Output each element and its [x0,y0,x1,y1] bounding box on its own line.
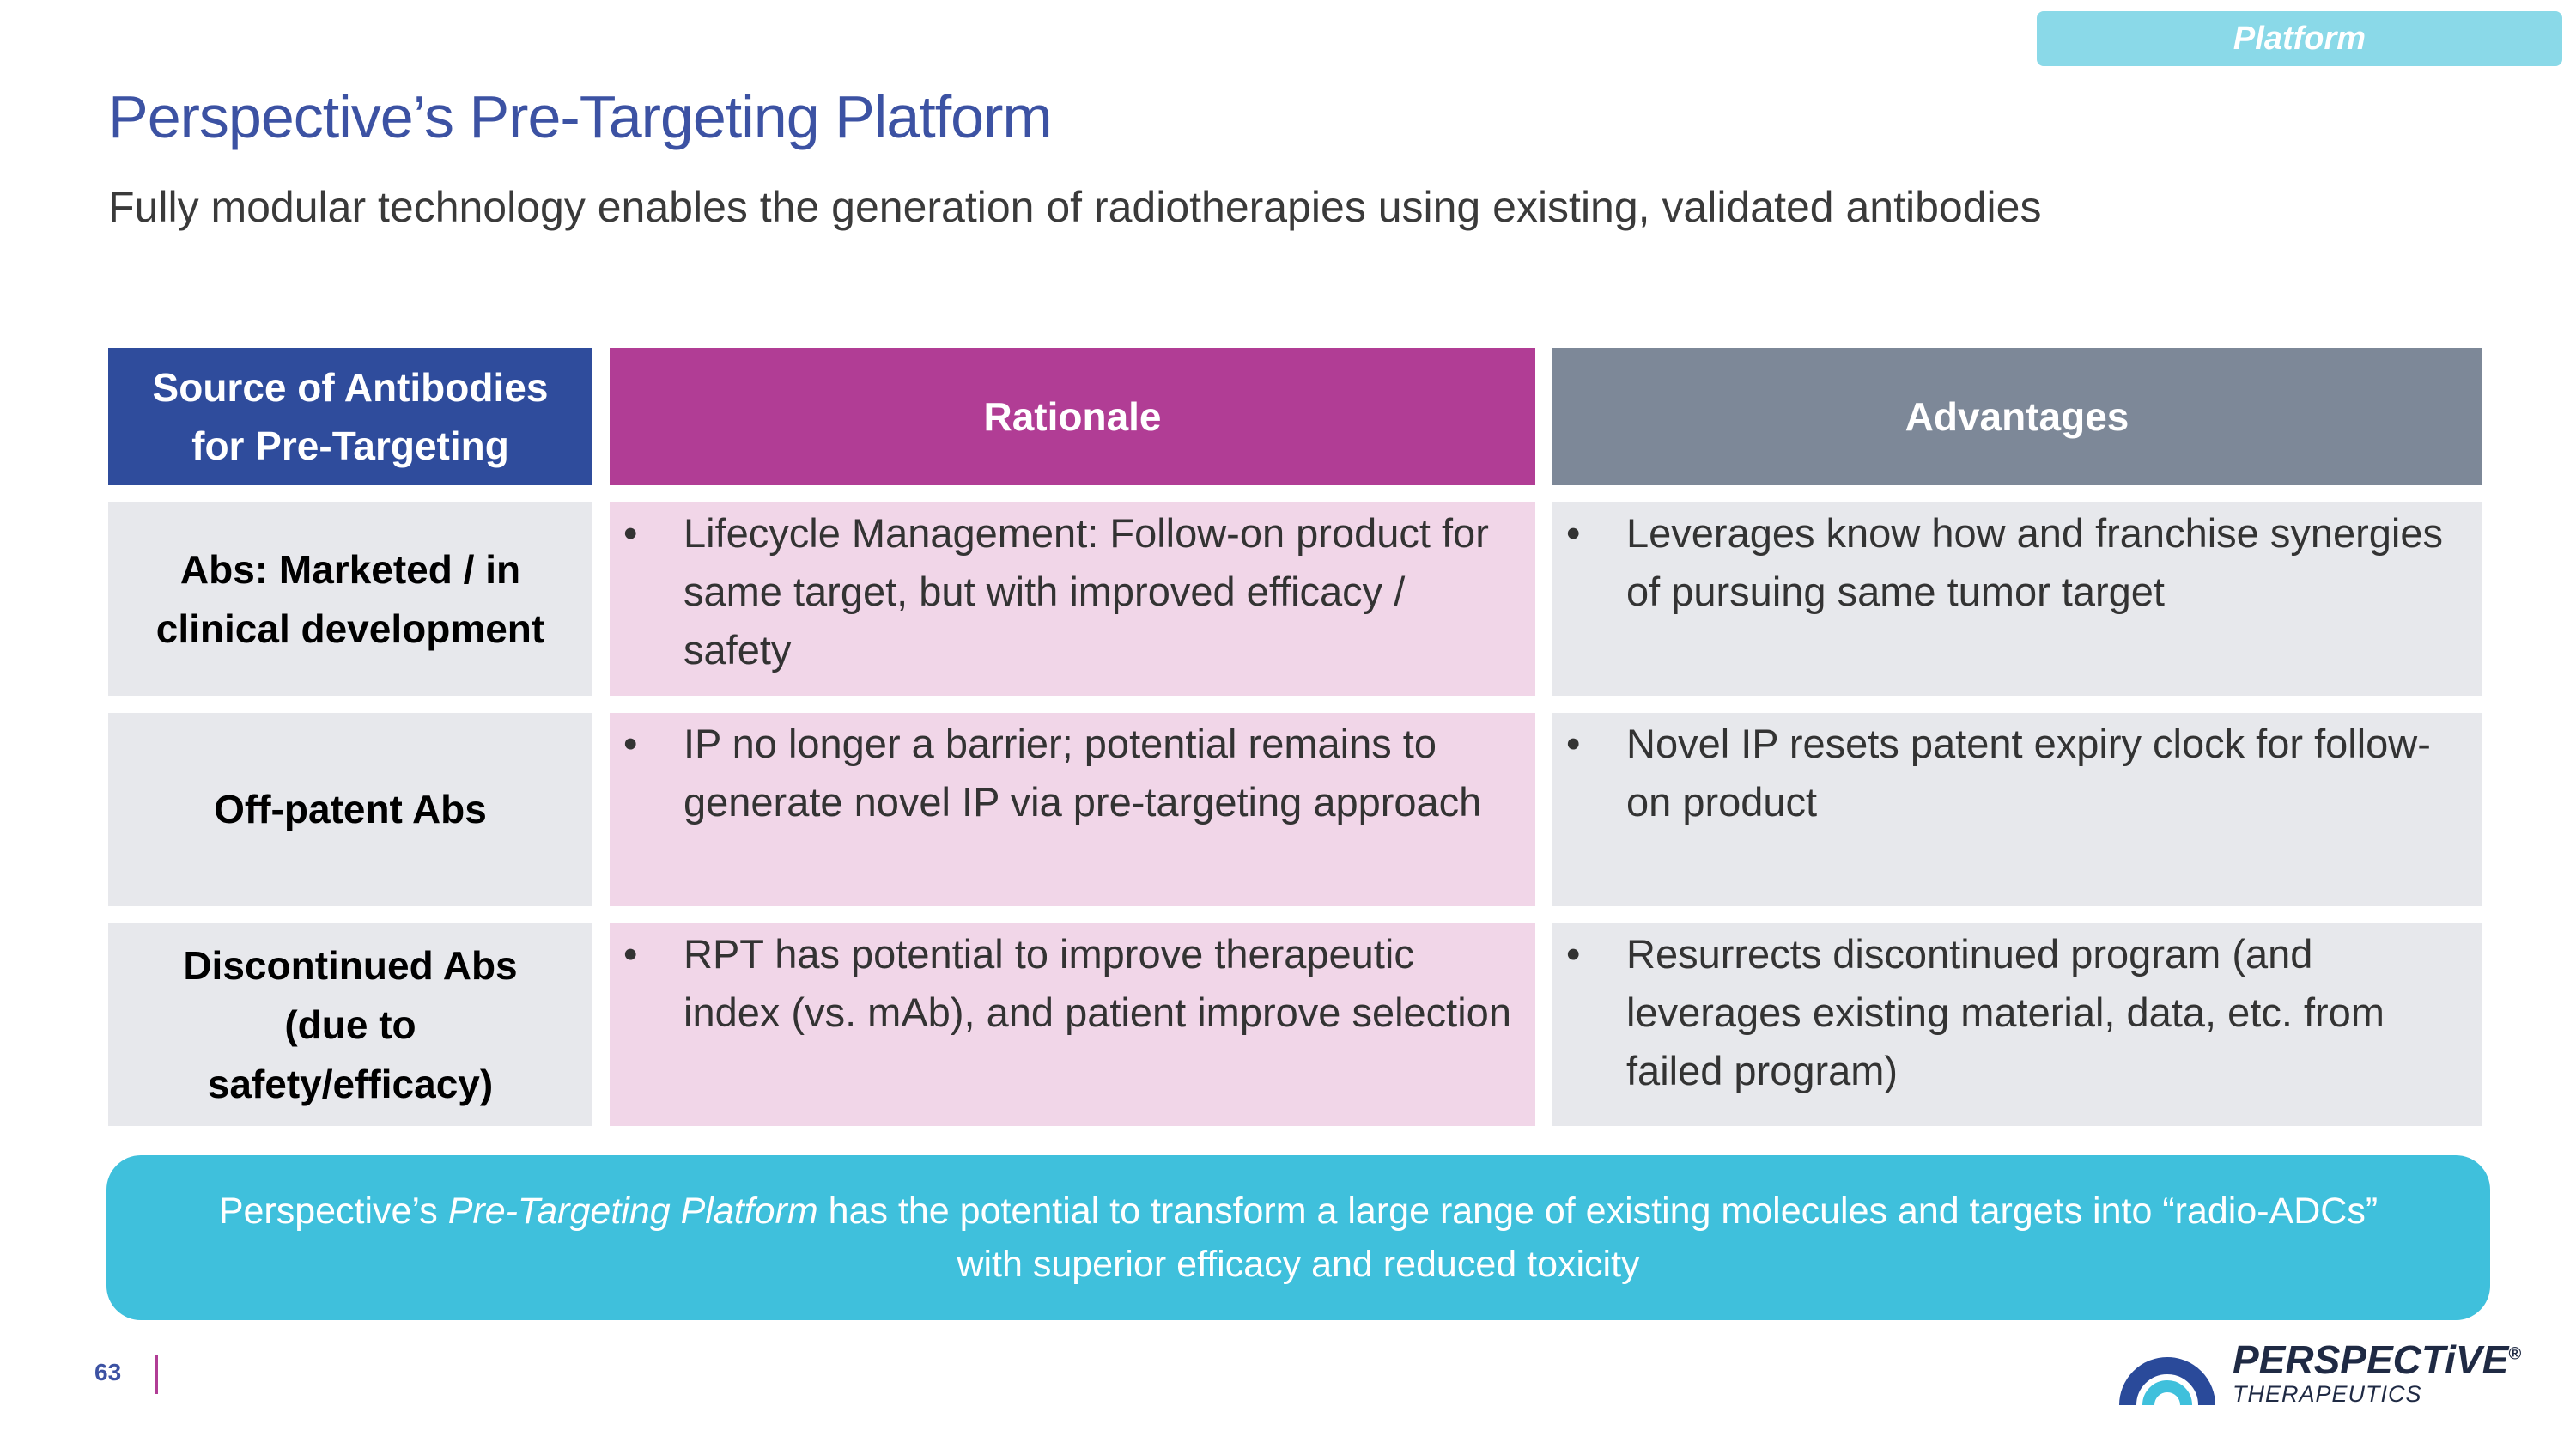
bullet-icon: • [623,721,638,766]
logo-subtitle: THERAPEUTICS [2233,1381,2422,1407]
summary-banner: Perspective’s Pre-Targeting Platform has… [106,1155,2490,1320]
comparison-table: Source of Antibodies for Pre-Targeting R… [108,348,2482,1126]
row-rationale-cell: • Lifecycle Management: Follow-on produc… [610,502,1535,696]
header-advantages: Advantages [1552,348,2482,485]
row-source-cell: Abs: Marketed / in clinical development [108,502,592,696]
row-source-cell: Discontinued Abs (due to safety/efficacy… [108,923,592,1126]
row-advantages-cell: • Novel IP resets patent expiry clock fo… [1552,713,2482,906]
header-source-line: Source of Antibodies [152,365,549,410]
row-advantages-cell: • Leverages know how and franchise syner… [1552,502,2482,696]
advantages-text: Novel IP resets patent expiry clock for … [1626,721,2431,825]
advantages-text: Resurrects discontinued program (and lev… [1626,931,2385,1093]
source-line: clinical development [155,606,545,651]
page-subtitle: Fully modular technology enables the gen… [108,183,2042,231]
row-rationale-cell: • IP no longer a barrier; potential rema… [610,713,1535,906]
source-line: Off-patent Abs [214,787,487,831]
rationale-text: Lifecycle Management: Follow-on product … [683,510,1489,673]
row-source-cell: Off-patent Abs [108,713,592,906]
bullet-icon: • [623,931,638,977]
section-tag: Platform [2037,11,2562,66]
source-line: (due to [284,1002,416,1047]
bullet-icon: • [623,510,638,556]
banner-line-1: Perspective’s Pre-Targeting Platform has… [219,1184,2378,1238]
row-rationale-cell: • RPT has potential to improve therapeut… [610,923,1535,1126]
page-number: 63 [94,1359,122,1385]
rationale-text: RPT has potential to improve therapeutic… [683,931,1511,1035]
banner-line-2: with superior efficacy and reduced toxic… [957,1244,1640,1285]
banner-suffix: has the potential to transform a large r… [817,1190,2379,1232]
bullet-icon: • [1566,510,1581,556]
logo-registered: ® [2508,1344,2522,1364]
page-title: Perspective’s Pre-Targeting Platform [108,83,1053,150]
banner-prefix: Perspective’s [218,1190,448,1232]
perspective-logo-icon [2119,1357,2215,1406]
source-line: safety/efficacy) [207,1061,494,1106]
logo-wordmark: PERSPECTiVE® [2233,1336,2521,1383]
header-source: Source of Antibodies for Pre-Targeting [108,348,592,485]
banner-emphasis: Pre-Targeting Platform [447,1190,818,1232]
advantages-text: Leverages know how and franchise synergi… [1626,510,2443,614]
logo-name: PERSPECTiVE [2233,1337,2509,1382]
bullet-icon: • [1566,721,1581,766]
page-number-divider [155,1355,158,1394]
header-rationale: Rationale [610,348,1535,485]
source-line: Discontinued Abs [183,942,518,988]
source-line: Abs: Marketed / in [179,546,521,592]
rationale-text: IP no longer a barrier; potential remain… [683,721,1482,825]
row-advantages-cell: • Resurrects discontinued program (and l… [1552,923,2482,1126]
bullet-icon: • [1566,931,1581,977]
header-source-line: for Pre-Targeting [191,423,509,468]
